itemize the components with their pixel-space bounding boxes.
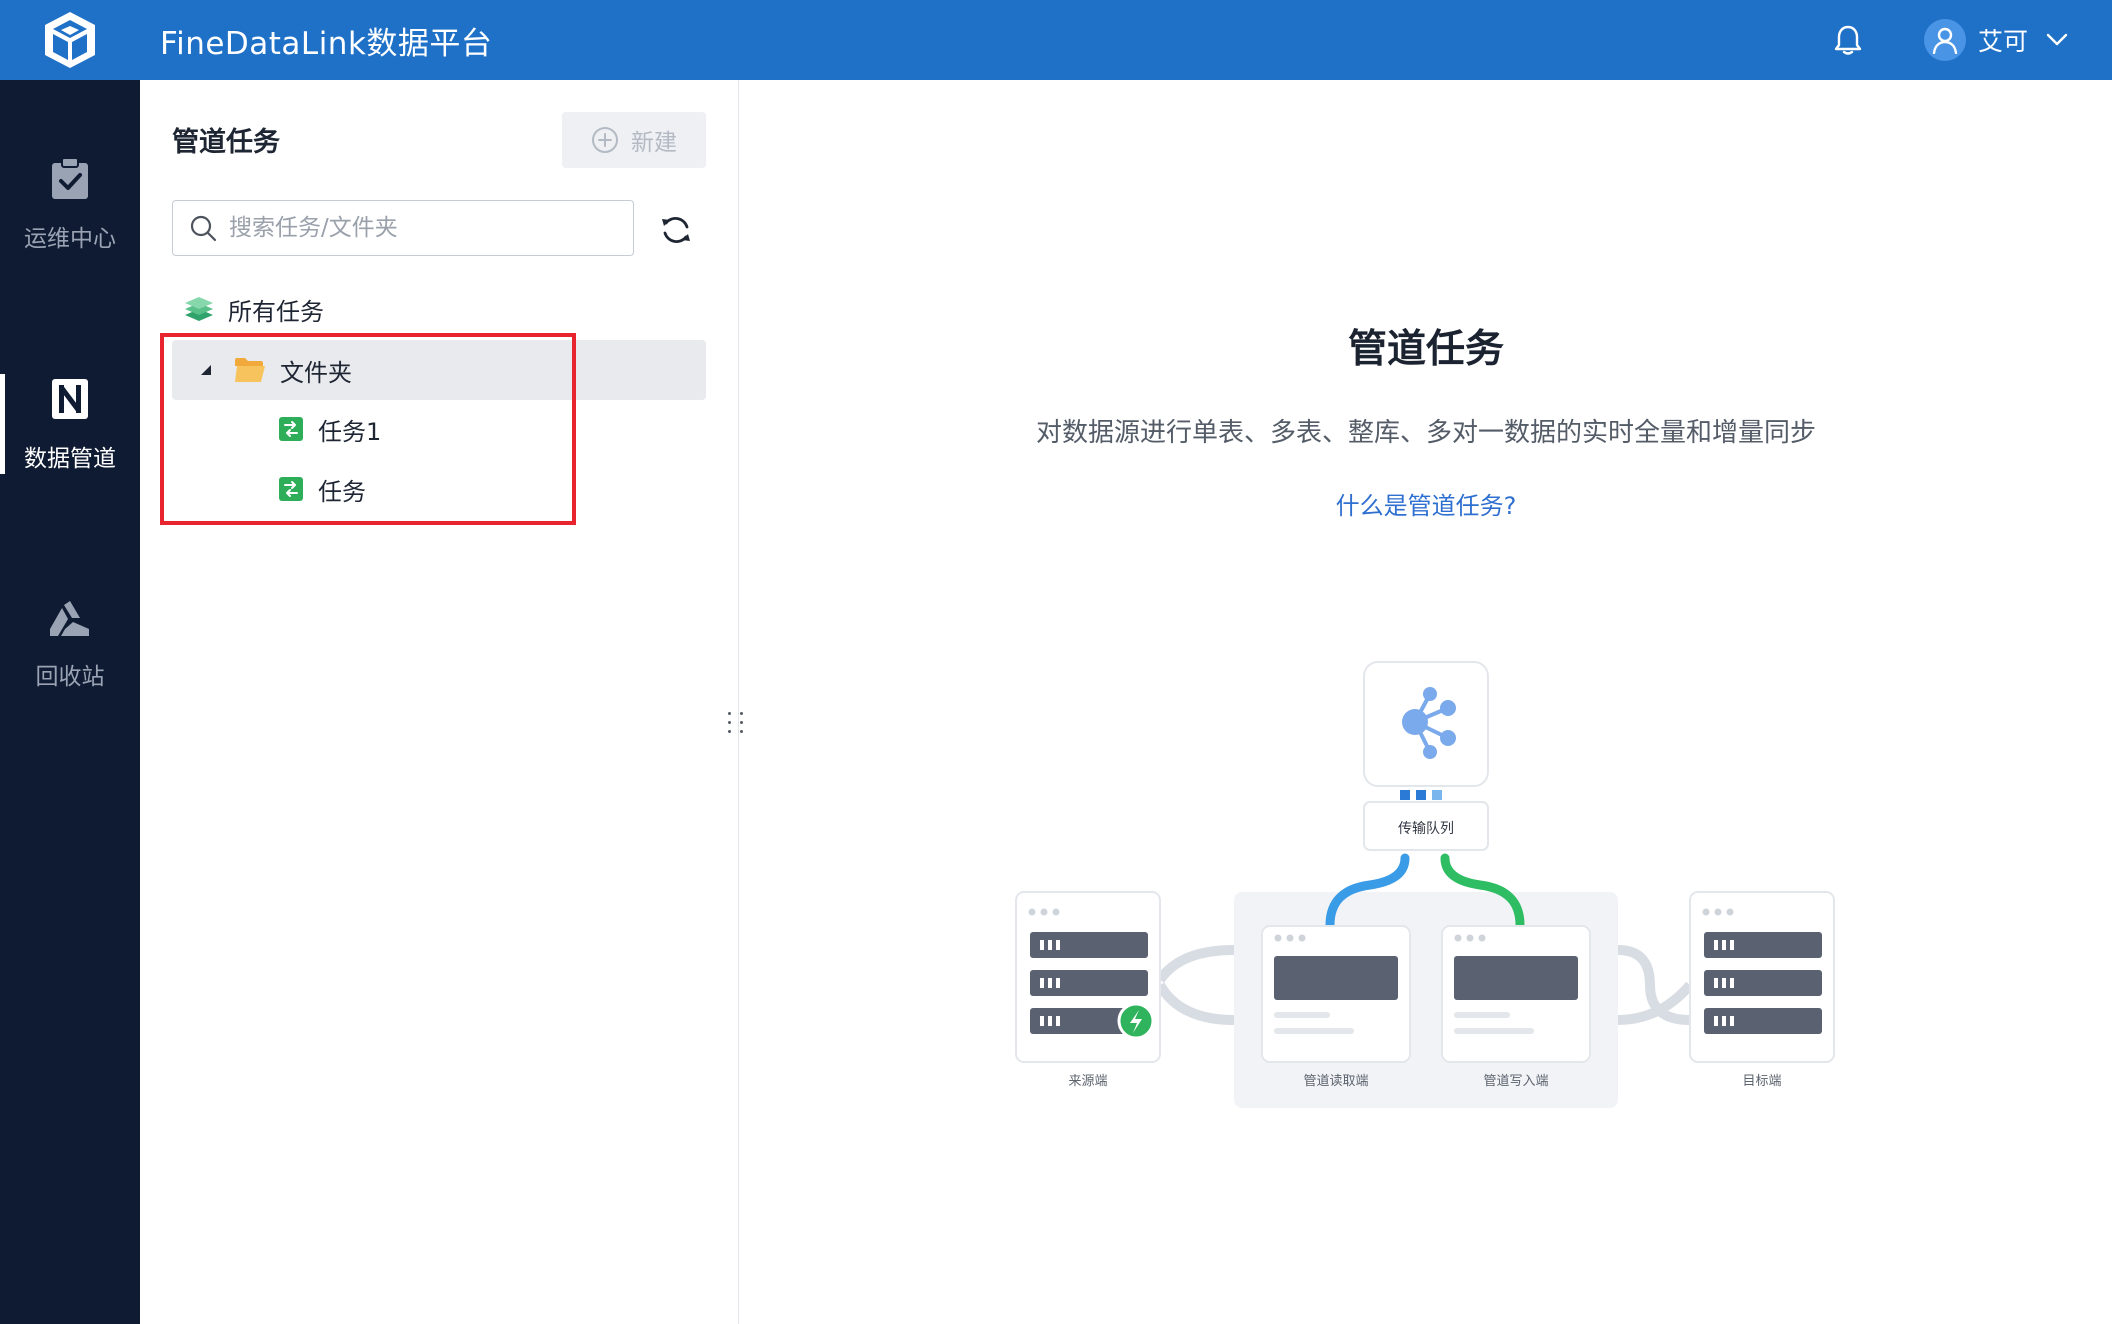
- tree-item-task[interactable]: 任务: [278, 459, 366, 519]
- avatar: [1923, 19, 1966, 61]
- pipeline-icon: [52, 379, 88, 419]
- main-title: 管道任务: [1347, 327, 1504, 372]
- logo-icon: [45, 12, 95, 68]
- bell-icon: [1834, 25, 1862, 55]
- main-description: 对数据源进行单表、多表、整库、多对一数据的实时全量和增量同步: [1035, 418, 1816, 448]
- plus-circle-icon: [592, 127, 618, 153]
- chevron-down-icon: [2046, 33, 2068, 47]
- tree-item-all-tasks[interactable]: 所有任务: [184, 279, 324, 339]
- task-icon: [278, 476, 304, 502]
- caret-down-icon[interactable]: [200, 364, 212, 376]
- refresh-icon: [662, 216, 690, 244]
- lightning-icon: [1130, 1010, 1142, 1033]
- search-box: [172, 200, 634, 256]
- top-bar: FineDataLink数据平台 艾可: [0, 0, 2112, 80]
- diagram-label-read: 管道读取端: [1303, 1074, 1368, 1089]
- nav-label: 数据管道: [24, 446, 116, 472]
- tree-label: 任务: [318, 477, 366, 506]
- new-button-label: 新建: [631, 130, 677, 156]
- pipeline-illustration: 传输队列 来源端 管道读取端 管道写入端 目标端: [1015, 661, 1835, 1108]
- search-input[interactable]: [229, 215, 609, 241]
- refresh-button[interactable]: [656, 210, 696, 250]
- diagram-label-target: 目标端: [1742, 1074, 1781, 1089]
- panel-resize-handle[interactable]: [726, 705, 748, 739]
- nav-item-recycle-bin[interactable]: 回收站: [0, 570, 140, 720]
- recycle-icon: [50, 601, 89, 636]
- tree-item-task[interactable]: 任务1: [278, 399, 381, 459]
- notification-button[interactable]: [1828, 20, 1868, 60]
- diagram-label-queue: 传输队列: [1398, 821, 1454, 837]
- diagram-label-source: 来源端: [1068, 1074, 1107, 1089]
- user-menu[interactable]: 艾可: [1923, 19, 2068, 61]
- task-panel: 管道任务 新建 所有任务: [140, 80, 739, 1324]
- topbar-actions: 艾可: [1828, 0, 2112, 80]
- nav-label: 运维中心: [24, 226, 116, 252]
- user-name: 艾可: [1977, 27, 2028, 56]
- panel-title: 管道任务: [172, 127, 280, 158]
- tree-item-folder[interactable]: 文件夹: [172, 340, 706, 400]
- app-logo[interactable]: [0, 0, 140, 80]
- search-icon: [190, 215, 217, 242]
- nav-item-data-pipeline[interactable]: 数据管道: [0, 350, 140, 500]
- tree-label: 文件夹: [280, 358, 352, 387]
- hub-icon: [1402, 687, 1456, 759]
- user-icon: [1932, 27, 1958, 54]
- layers-icon: [184, 295, 214, 323]
- nav-item-ops-center[interactable]: 运维中心: [0, 130, 140, 280]
- diagram-label-write: 管道写入端: [1483, 1074, 1548, 1089]
- help-link[interactable]: 什么是管道任务?: [1335, 492, 1517, 520]
- clipboard-check-icon: [52, 157, 88, 199]
- tree-label: 任务1: [318, 417, 382, 446]
- folder-open-icon: [234, 357, 266, 383]
- tree-label: 所有任务: [228, 297, 324, 326]
- left-nav: 运维中心 数据管道 回收站: [0, 80, 140, 1324]
- new-button[interactable]: 新建: [562, 112, 706, 168]
- app-title: FineDataLink数据平台: [160, 25, 493, 62]
- nav-label: 回收站: [35, 664, 105, 690]
- task-icon: [278, 416, 304, 442]
